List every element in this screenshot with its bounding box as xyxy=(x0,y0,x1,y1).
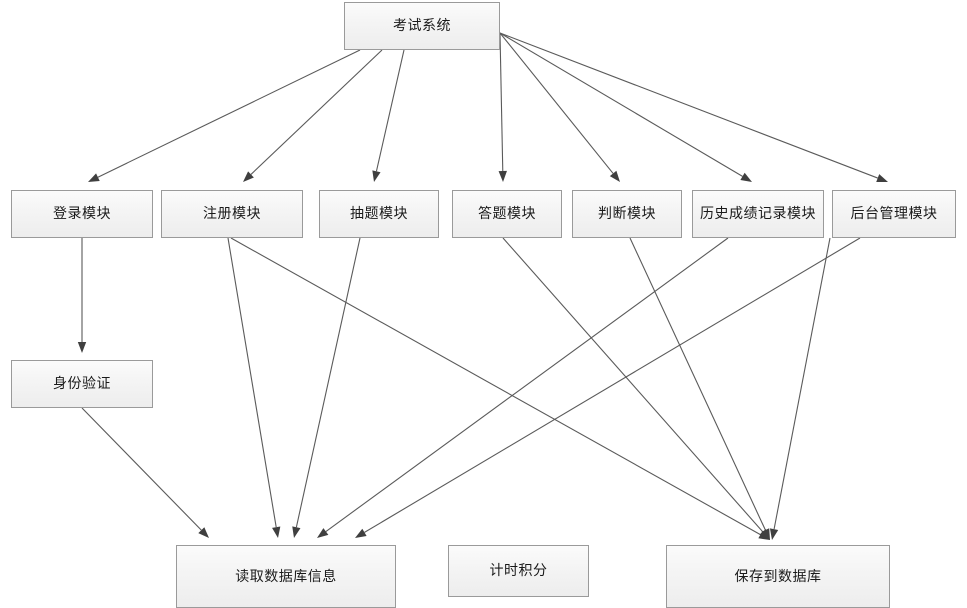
arrowhead-root-to-reg xyxy=(243,171,254,182)
edge-root-to-admin xyxy=(499,32,878,179)
edge-reg-to-save xyxy=(230,237,761,536)
arrowhead-root-to-login xyxy=(88,173,100,182)
node-label: 注册模块 xyxy=(203,206,261,222)
arrowhead-admin-to-save xyxy=(769,528,779,540)
arrowhead-reg-to-read xyxy=(272,526,281,538)
edge-root-to-judge xyxy=(499,32,614,174)
edge-draw-to-read xyxy=(295,237,361,528)
node-save-database[interactable]: 保存到数据库 xyxy=(666,545,890,608)
node-admin-module[interactable]: 后台管理模块 xyxy=(832,190,956,238)
node-identity-verification[interactable]: 身份验证 xyxy=(11,360,153,408)
node-label: 后台管理模块 xyxy=(850,206,938,222)
node-label: 登录模块 xyxy=(53,206,111,222)
node-label: 计时积分 xyxy=(489,563,548,579)
node-label: 身份验证 xyxy=(53,376,111,392)
arrowhead-root-to-history xyxy=(740,172,752,182)
node-label: 考试系统 xyxy=(393,18,451,34)
node-label: 答题模块 xyxy=(478,206,536,222)
arrowhead-root-to-draw xyxy=(372,170,381,182)
edge-admin-to-read xyxy=(364,237,861,533)
node-label: 判断模块 xyxy=(598,206,656,222)
edge-history-to-read xyxy=(325,237,729,532)
node-judge-module[interactable]: 判断模块 xyxy=(572,190,682,238)
edge-reg-to-read xyxy=(227,237,277,528)
node-root-exam-system[interactable]: 考试系统 xyxy=(344,2,500,50)
arrowhead-admin-to-read xyxy=(355,528,367,538)
edge-root-to-answer xyxy=(499,32,504,172)
arrowhead-login-to-auth xyxy=(77,342,87,353)
node-label: 读取数据库信息 xyxy=(235,568,337,585)
edge-root-to-history xyxy=(499,32,743,177)
arrowhead-history-to-read xyxy=(317,528,329,538)
arrowhead-root-to-judge xyxy=(609,170,620,182)
edge-auth-to-read xyxy=(81,407,202,531)
arrowhead-auth-to-read xyxy=(198,527,209,538)
edge-root-to-login xyxy=(97,49,361,178)
node-answer-module[interactable]: 答题模块 xyxy=(452,190,562,238)
node-label: 保存到数据库 xyxy=(734,568,822,585)
edge-admin-to-save xyxy=(773,237,831,530)
node-draw-question-module[interactable]: 抽题模块 xyxy=(319,190,439,238)
arrowhead-root-to-admin xyxy=(876,174,888,182)
edge-judge-to-save xyxy=(629,237,766,531)
node-label: 历史成绩记录模块 xyxy=(700,206,816,222)
arrowhead-judge-to-save xyxy=(761,528,770,540)
node-register-module[interactable]: 注册模块 xyxy=(161,190,303,238)
edge-root-to-reg xyxy=(250,49,383,175)
edge-root-to-draw xyxy=(375,49,405,172)
node-history-score-module[interactable]: 历史成绩记录模块 xyxy=(692,190,824,238)
edge-answer-to-save xyxy=(502,237,764,533)
node-read-database[interactable]: 读取数据库信息 xyxy=(176,545,396,608)
node-timing-score[interactable]: 计时积分 xyxy=(448,545,589,597)
node-login-module[interactable]: 登录模块 xyxy=(11,190,153,238)
node-label: 抽题模块 xyxy=(350,206,408,222)
arrowhead-root-to-answer xyxy=(498,170,507,182)
arrowhead-draw-to-read xyxy=(292,526,301,538)
